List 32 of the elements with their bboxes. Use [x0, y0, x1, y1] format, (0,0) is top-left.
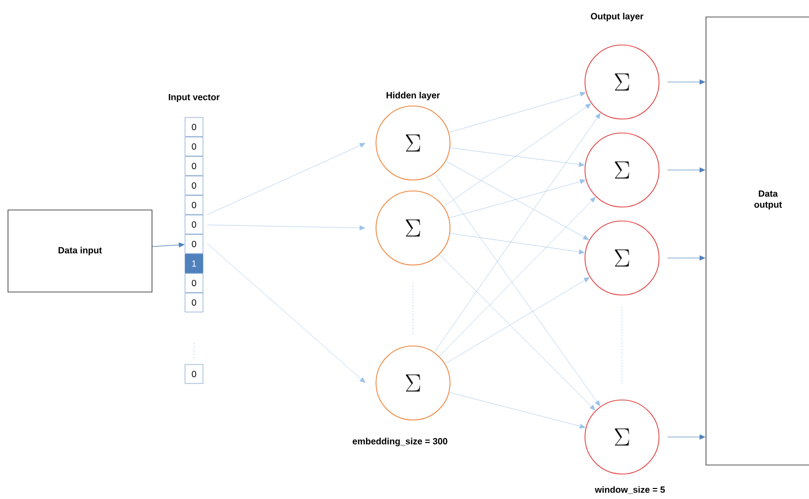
vector-cell: 1	[184, 254, 204, 274]
vector-cell: 0	[184, 364, 204, 384]
arrow	[207, 224, 366, 230]
vector-cell: 0	[184, 176, 204, 196]
output-box: Data output	[706, 16, 809, 466]
arrow	[434, 112, 601, 352]
arrow	[207, 143, 366, 215]
vector-cell: 0	[184, 214, 204, 234]
vector-cell: 0	[184, 156, 204, 176]
vector-cell: 0	[184, 292, 204, 312]
arrow	[439, 196, 596, 357]
vector-cell: 0	[184, 195, 204, 215]
arrow	[450, 233, 585, 254]
arrow	[448, 92, 586, 133]
vector-cell: 0	[184, 273, 204, 293]
arrow	[439, 254, 596, 410]
arrow	[448, 179, 586, 218]
process-box: Data input	[8, 210, 152, 292]
arrow	[207, 243, 366, 383]
arrow	[450, 148, 585, 167]
vector-cell: 0	[184, 136, 204, 156]
arrow	[444, 277, 590, 364]
arrow	[434, 173, 600, 406]
layer-label: embedding_size = 300	[352, 438, 448, 446]
layer-label: Input vector	[168, 94, 220, 102]
vector-cell: 0	[184, 117, 204, 137]
arrow	[443, 104, 592, 207]
layer-label: Output layer	[590, 12, 644, 22]
arrow	[449, 392, 586, 429]
arrow	[446, 160, 589, 240]
layer-label: window_size = 5	[594, 486, 665, 494]
vector-cell: 0	[184, 234, 204, 254]
